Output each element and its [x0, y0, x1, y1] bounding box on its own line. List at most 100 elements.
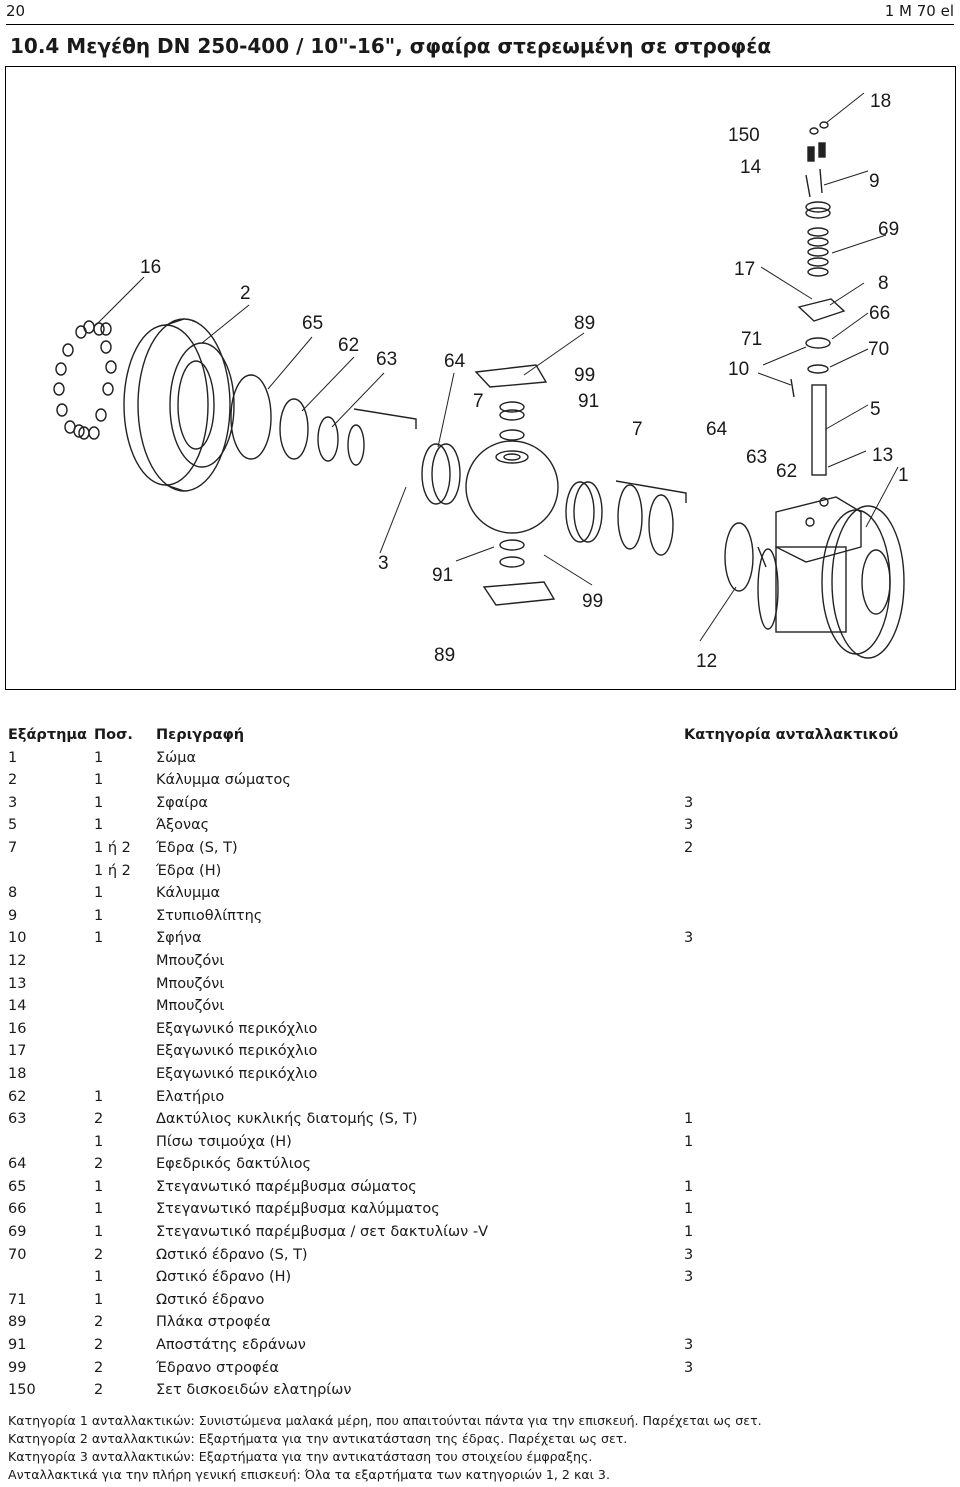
cell-part: 71 — [8, 1291, 27, 1308]
section-title: 10.4 Μεγέθη DN 250-400 / 10"-16", σφαίρα… — [10, 34, 772, 58]
callout-7: 7 — [473, 391, 484, 412]
callout-89: 89 — [574, 313, 595, 334]
cell-qty: 1 — [94, 1291, 104, 1308]
cell-description: Σετ δισκοειδών ελατηρίων — [156, 1382, 352, 1399]
cell-part: 9 — [8, 907, 18, 924]
cell-category: 2 — [684, 839, 694, 856]
cell-description: Μπουζόνι — [156, 998, 225, 1015]
callout-5: 5 — [870, 399, 881, 420]
callout-150: 150 — [728, 125, 760, 146]
cell-description: Σφαίρα — [156, 794, 208, 811]
cell-part: 18 — [8, 1065, 27, 1082]
cell-qty: 1 — [94, 930, 104, 947]
callout-10: 10 — [728, 359, 749, 380]
callout-12: 12 — [696, 651, 717, 672]
cell-description: Αποστάτης εδράνων — [156, 1337, 306, 1354]
callout-16: 16 — [140, 257, 161, 278]
cell-part: 69 — [8, 1224, 27, 1241]
callout-99: 99 — [574, 365, 595, 386]
callout-18: 18 — [870, 91, 891, 112]
cell-qty: 1 ή 2 — [94, 862, 131, 879]
cell-description: Μπουζόνι — [156, 952, 225, 969]
cell-part: 13 — [8, 975, 27, 992]
cell-category: 3 — [684, 930, 694, 947]
callout-9: 9 — [869, 171, 880, 192]
stem-assembly — [790, 121, 846, 476]
cell-qty: 1 — [94, 885, 104, 902]
cell-description: Σώμα — [156, 749, 197, 766]
cell-description: Στεγανωτικό παρέμβυσμα καλύμματος — [156, 1201, 440, 1218]
valve-body-1 — [757, 496, 905, 659]
cell-part: 1 — [8, 749, 18, 766]
cell-part: 70 — [8, 1246, 27, 1263]
callout-63: 63 — [376, 349, 397, 370]
exploded-view-drawing: 18 150 14 9 69 16 2 17 8 65 89 66 62 63 … — [53, 91, 909, 672]
callout-64b: 64 — [706, 419, 728, 440]
callout-69: 69 — [878, 219, 899, 240]
callout-1: 1 — [898, 465, 909, 486]
callout-66: 66 — [869, 303, 890, 324]
cell-qty: 1 — [94, 817, 104, 834]
cell-description: Εξαγωνικό περικόχλιο — [156, 1020, 318, 1037]
cell-part: 12 — [8, 952, 27, 969]
cell-description: Άξονας — [156, 817, 210, 834]
cell-part: 63 — [8, 1111, 27, 1128]
callout-64: 64 — [444, 351, 466, 372]
callout-8: 8 — [878, 273, 889, 294]
cell-description: Στεγανωτικό παρέμβυσμα σώματος — [156, 1178, 417, 1195]
callout-63b: 63 — [746, 447, 767, 468]
cell-qty: 2 — [94, 1382, 104, 1399]
cell-part: 8 — [8, 885, 18, 902]
note-category-3: Κατηγορία 3 ανταλλακτικών: Εξαρτήματα γι… — [8, 1449, 593, 1464]
cell-category: 3 — [684, 1246, 694, 1263]
header-qty: Ποσ. — [94, 727, 133, 743]
cell-part: 2 — [8, 772, 18, 789]
cell-qty: 1 — [94, 1201, 104, 1218]
cell-part: 99 — [8, 1359, 27, 1376]
cell-category: 1 — [684, 1133, 694, 1150]
header-category: Κατηγορία ανταλλακτικού — [684, 727, 899, 743]
seat-rings-right — [565, 480, 754, 592]
cell-part: 7 — [8, 839, 18, 856]
table-row: 16 Εξαγωνικό περικόχλιο — [8, 1018, 954, 1041]
cell-description: Εξαγωνικό περικόχλιο — [156, 1065, 318, 1082]
cell-qty: 1 — [94, 1269, 104, 1286]
cell-description: Μπουζόνι — [156, 975, 225, 992]
cell-description: Εφεδρικός δακτύλιος — [156, 1156, 312, 1173]
cell-description: Κάλυμμα σώματος — [156, 772, 291, 789]
callout-89b: 89 — [434, 645, 455, 666]
cell-category: 1 — [684, 1111, 694, 1128]
cell-description: Στυπιοθλίπτης — [156, 907, 263, 924]
cell-description: Έδρανο στροφέα — [156, 1359, 279, 1376]
cell-part: 16 — [8, 1020, 27, 1037]
document-code: 1 M 70 el — [884, 2, 954, 20]
cell-part: 91 — [8, 1337, 27, 1354]
cell-description: Δακτύλιος κυκλικής διατομής (S, T) — [156, 1111, 418, 1128]
header-part: Εξάρτημα — [8, 727, 88, 743]
cell-qty: 1 — [94, 749, 104, 766]
cell-qty: 1 ή 2 — [94, 839, 131, 856]
table-header: Εξάρτημα Ποσ. Περιγραφή Κατηγορία ανταλλ… — [8, 724, 954, 747]
category-notes: Κατηγορία 1 ανταλλακτικών: Συνιστώμενα μ… — [8, 1412, 762, 1484]
cell-qty: 2 — [94, 1314, 104, 1331]
cell-qty: 1 — [94, 1088, 104, 1105]
cell-category: 3 — [684, 817, 694, 834]
